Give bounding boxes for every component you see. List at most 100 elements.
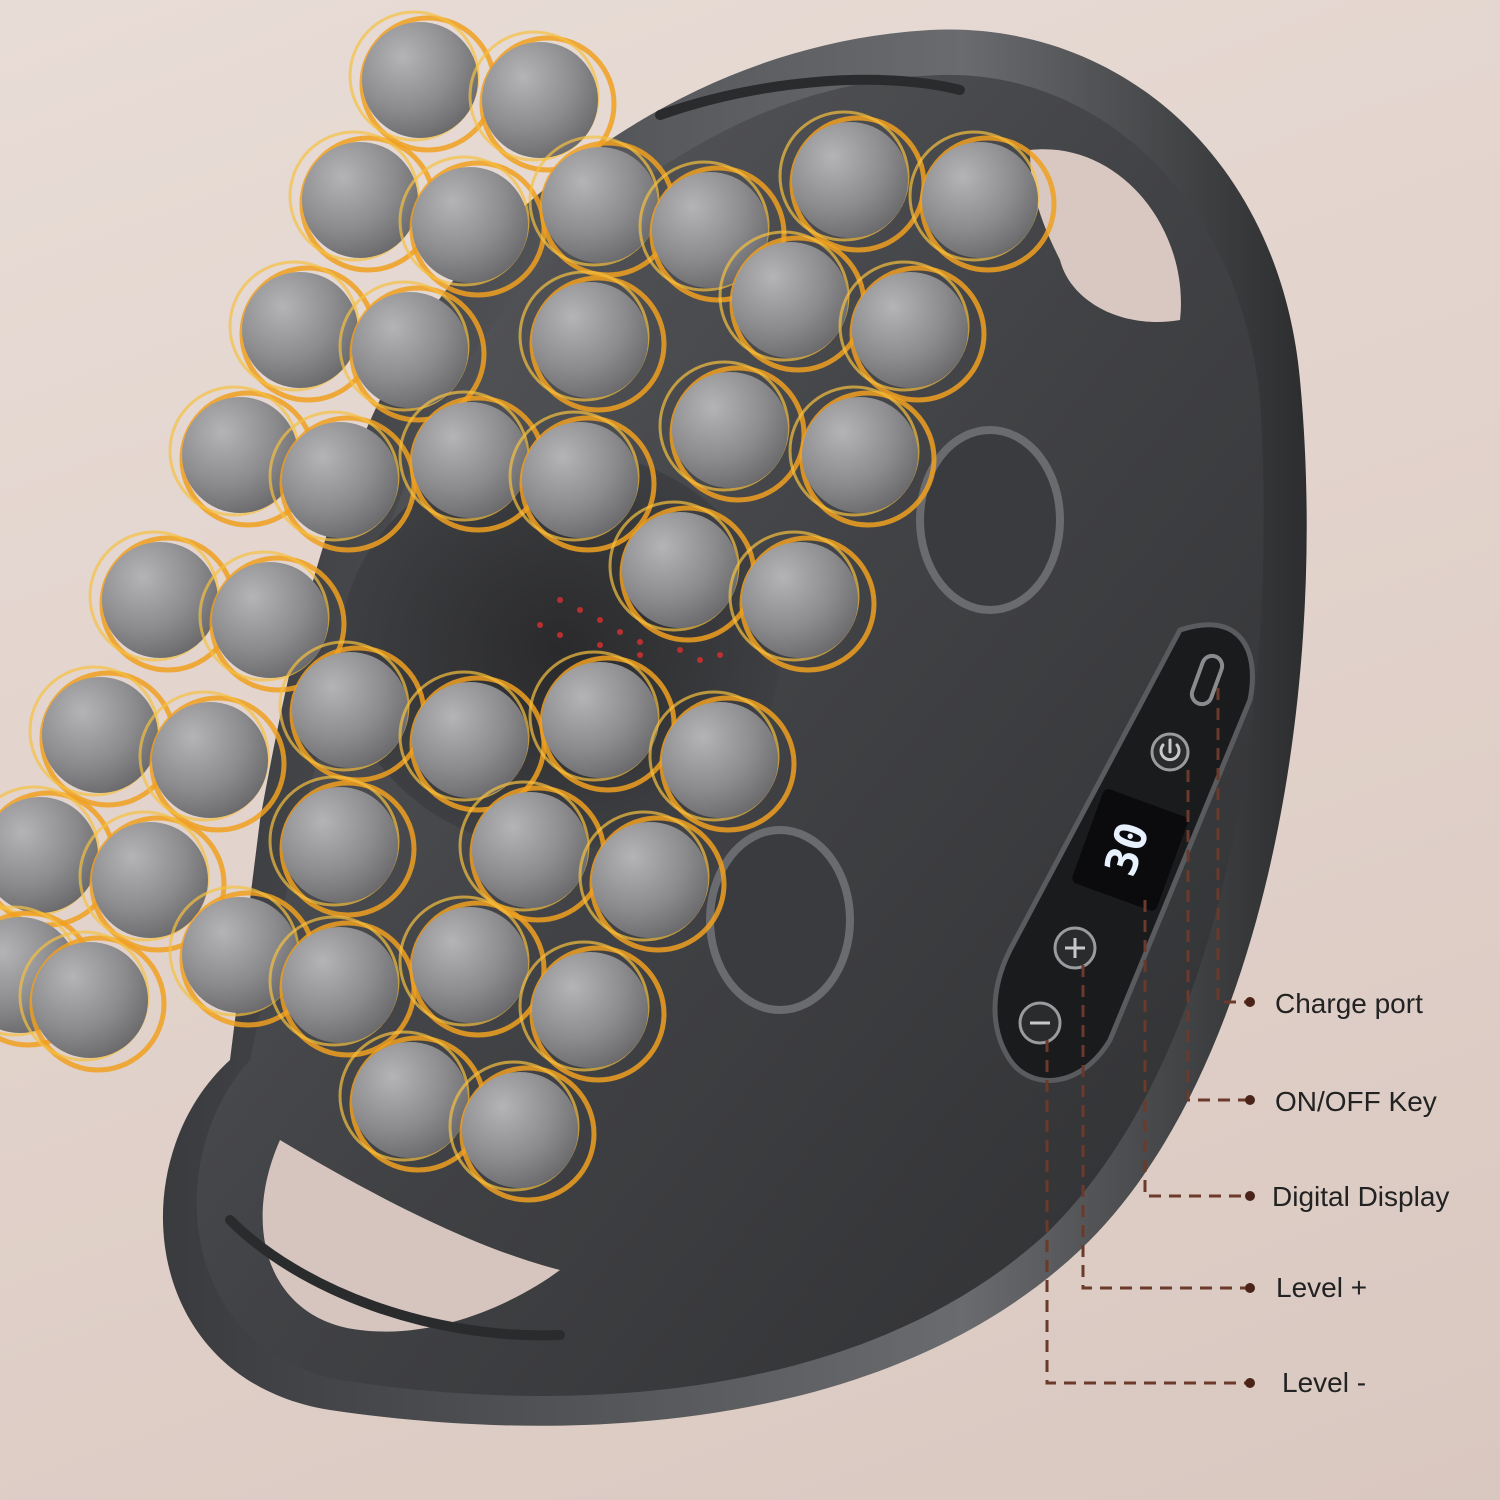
motion-halo bbox=[849, 265, 987, 403]
massage-node bbox=[542, 147, 658, 263]
motion-halo bbox=[479, 35, 617, 173]
motion-halo bbox=[149, 695, 287, 833]
motion-halo bbox=[659, 695, 797, 833]
massage-node bbox=[152, 702, 268, 818]
massage-node bbox=[282, 422, 398, 538]
motion-halo bbox=[728, 530, 860, 662]
motion-halo bbox=[268, 410, 400, 542]
massage-node bbox=[242, 272, 358, 388]
callout-lines bbox=[1045, 688, 1250, 1385]
motion-halo bbox=[409, 900, 547, 1038]
motion-halo bbox=[919, 135, 1057, 273]
massage-node bbox=[462, 1072, 578, 1188]
motion-halo bbox=[589, 815, 727, 953]
massage-node bbox=[412, 167, 528, 283]
power-icon[interactable] bbox=[1150, 732, 1190, 772]
motion-halo bbox=[669, 365, 807, 503]
motion-halo bbox=[29, 935, 167, 1073]
motion-halo bbox=[908, 130, 1040, 262]
control-panel: 30 bbox=[992, 622, 1255, 1083]
massage-node bbox=[802, 397, 918, 513]
motion-halo bbox=[529, 945, 667, 1083]
motion-halo bbox=[89, 815, 227, 953]
massage-node bbox=[352, 1042, 468, 1158]
leader-level-minus bbox=[1045, 1040, 1250, 1385]
massage-node bbox=[42, 677, 158, 793]
motion-halo bbox=[649, 165, 787, 303]
motion-halo bbox=[448, 1060, 580, 1192]
leader-digital-display bbox=[1143, 900, 1250, 1198]
motion-halo bbox=[658, 360, 790, 492]
motion-halo bbox=[78, 810, 210, 942]
motion-halo bbox=[398, 895, 530, 1027]
massage-node bbox=[732, 242, 848, 358]
callout-digital-display: Digital Display bbox=[1272, 1181, 1450, 1212]
motion-halo bbox=[519, 415, 657, 553]
motion-halo bbox=[138, 690, 270, 822]
massage-node bbox=[532, 952, 648, 1068]
massage-node bbox=[542, 662, 658, 778]
massage-node bbox=[532, 282, 648, 398]
motion-halo bbox=[838, 260, 970, 392]
motion-halo bbox=[398, 670, 530, 802]
massage-node bbox=[792, 122, 908, 238]
massage-node bbox=[362, 22, 478, 138]
motion-halo bbox=[468, 30, 600, 162]
massage-node bbox=[412, 402, 528, 518]
motion-halo bbox=[799, 390, 937, 528]
motion-halo bbox=[638, 160, 770, 292]
massage-node bbox=[412, 907, 528, 1023]
motion-halo bbox=[518, 940, 650, 1072]
massage-node bbox=[212, 562, 328, 678]
massage-node bbox=[482, 42, 598, 158]
motion-halo bbox=[198, 550, 330, 682]
massage-node bbox=[412, 682, 528, 798]
motion-halo bbox=[349, 285, 487, 423]
massage-node bbox=[852, 272, 968, 388]
massage-node bbox=[282, 787, 398, 903]
massage-node bbox=[922, 142, 1038, 258]
massage-node bbox=[662, 702, 778, 818]
leader-level-plus bbox=[1081, 965, 1250, 1290]
callout-level-plus: Level + bbox=[1276, 1272, 1368, 1303]
usb-c-port-icon[interactable] bbox=[1189, 653, 1225, 707]
motion-halo bbox=[528, 650, 660, 782]
massage-node bbox=[0, 797, 98, 913]
massage-node bbox=[742, 542, 858, 658]
motion-halo bbox=[348, 10, 480, 142]
leader-onoff-key bbox=[1186, 770, 1250, 1102]
massage-node bbox=[92, 822, 208, 938]
motion-halo bbox=[279, 780, 417, 918]
massage-node bbox=[282, 927, 398, 1043]
motion-halo bbox=[788, 385, 920, 517]
motion-halo bbox=[459, 1065, 597, 1203]
motion-halo bbox=[209, 555, 347, 693]
motion-halo bbox=[578, 810, 710, 942]
motion-halo bbox=[518, 270, 650, 402]
motion-halo bbox=[18, 930, 150, 1062]
motion-halo bbox=[398, 155, 530, 287]
motion-halo bbox=[338, 280, 470, 412]
plus-icon[interactable] bbox=[1053, 926, 1097, 970]
massage-node bbox=[352, 292, 468, 408]
massage-node bbox=[522, 422, 638, 538]
motion-halo bbox=[508, 410, 640, 542]
massage-node bbox=[302, 142, 418, 258]
motion-halo bbox=[778, 110, 910, 242]
massage-node bbox=[472, 792, 588, 908]
digital-display: 30 bbox=[1072, 789, 1188, 911]
callout-charge-port: Charge port bbox=[1275, 988, 1423, 1019]
massage-node-cluster bbox=[0, 10, 1057, 1203]
minus-icon[interactable] bbox=[1018, 1001, 1062, 1045]
callout-level-minus: Level - bbox=[1282, 1367, 1367, 1398]
massage-node bbox=[622, 512, 738, 628]
massage-node bbox=[672, 372, 788, 488]
motion-halo bbox=[529, 275, 667, 413]
massage-node bbox=[652, 172, 768, 288]
motion-halo bbox=[739, 535, 877, 673]
massage-node bbox=[102, 542, 218, 658]
callout-dots bbox=[1245, 997, 1255, 1388]
massage-node bbox=[292, 652, 408, 768]
motion-halo bbox=[648, 690, 780, 822]
